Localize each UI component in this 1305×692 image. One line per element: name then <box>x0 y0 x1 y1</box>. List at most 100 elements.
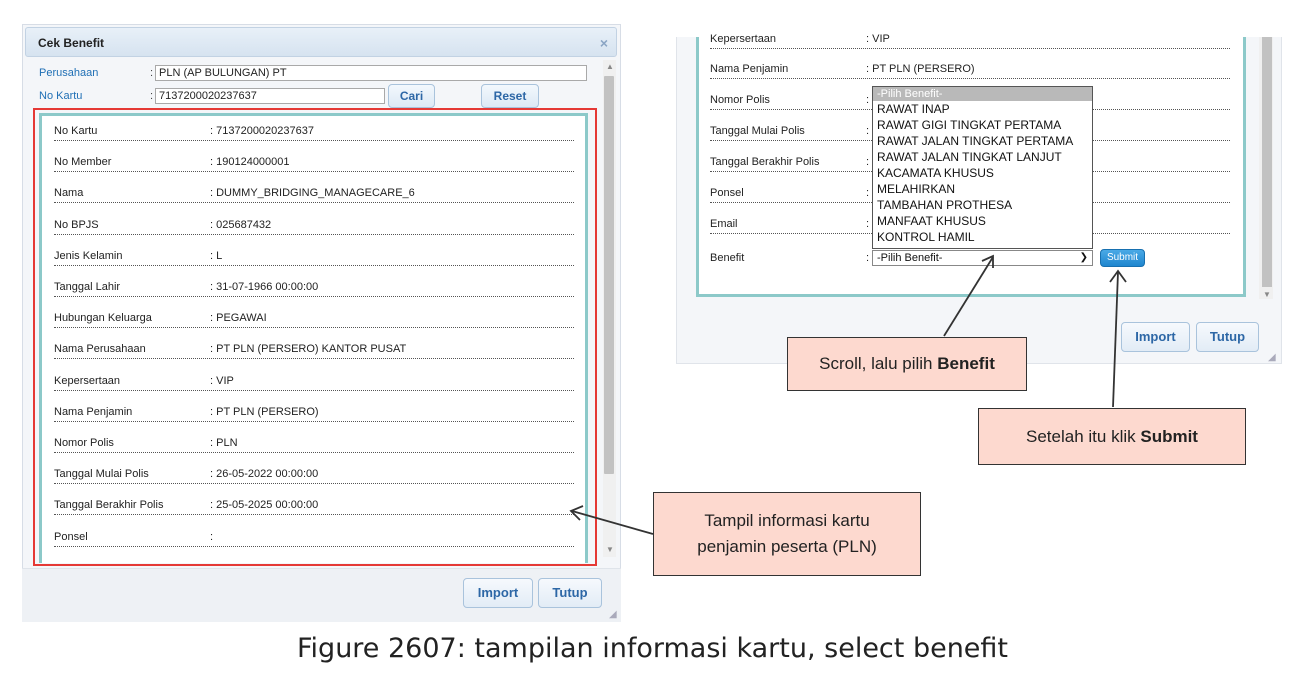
benefit-option[interactable]: KACAMATA KHUSUS <box>877 166 994 180</box>
info-row: No Member : 190124000001 <box>54 156 574 172</box>
scrollbar-thumb[interactable] <box>1262 37 1272 287</box>
dotted-divider <box>54 358 574 359</box>
info-value: : PT PLN (PERSERO) KANTOR PUSAT <box>210 343 407 355</box>
info-value: : L <box>210 250 223 262</box>
info-label: Ponsel <box>54 531 88 543</box>
benefit-select-value: -Pilih Benefit- <box>877 252 943 264</box>
figure-caption: Figure 2607: tampilan informasi kartu, s… <box>296 633 1009 664</box>
scrollbar-thumb[interactable] <box>604 76 614 474</box>
dotted-divider <box>54 202 574 203</box>
info-label: Kepersertaan <box>54 375 121 387</box>
info-value: : PT PLN (PERSERO) <box>210 406 319 418</box>
resize-grip-icon[interactable]: ◢ <box>1268 352 1276 363</box>
info-label: Hubungan Keluarga <box>54 312 152 324</box>
info-row: Tanggal Berakhir Polis: 25-05-2025 00:00… <box>54 499 574 515</box>
callout-text: penjamin peserta (PLN) <box>697 537 877 556</box>
info-row: Nama Penjamin: PT PLN (PERSERO) <box>54 406 574 422</box>
callout-text: Tampil informasi kartu <box>704 511 870 530</box>
reset-button[interactable]: Reset <box>481 84 539 108</box>
info-row: No Kartu: 7137200020237637 <box>54 125 574 141</box>
info-label: Nomor Polis <box>710 94 770 106</box>
scroll-down-icon[interactable]: ▼ <box>606 545 614 554</box>
info-label: Tanggal Mulai Polis <box>710 125 805 137</box>
info-label: Tanggal Lahir <box>54 281 121 293</box>
info-value: : 31-07-1966 00:00:00 <box>210 281 319 293</box>
info-label: Nomor Polis <box>54 437 114 449</box>
benefit-option-placeholder[interactable]: -Pilih Benefit- <box>873 87 1092 101</box>
info-row: Nama : DUMMY_BRIDGING_MANAGECARE_6 <box>54 187 574 203</box>
dotted-divider <box>54 483 574 484</box>
info-label: Nama Perusahaan <box>54 343 146 355</box>
info-row: Benefit: <box>710 252 1230 268</box>
colon: : <box>150 67 154 79</box>
info-value: : <box>866 125 870 137</box>
info-value: : VIP <box>866 33 890 45</box>
info-value: : 190124000001 <box>210 156 290 168</box>
dotted-divider <box>54 171 574 172</box>
callout-bold: Submit <box>1140 426 1198 446</box>
info-row: Tanggal Mulai Polis: 26-05-2022 00:00:00 <box>54 468 574 484</box>
import-button[interactable]: Import <box>463 578 533 608</box>
callout-card-info: Tampil informasi kartu penjamin peserta … <box>653 492 921 576</box>
tutup-button[interactable]: Tutup <box>1196 322 1259 352</box>
perusahaan-field[interactable]: PLN (AP BULUNGAN) PT <box>155 65 587 81</box>
cari-button[interactable]: Cari <box>388 84 435 108</box>
info-value: : <box>866 187 870 199</box>
benefit-option[interactable]: RAWAT INAP <box>877 102 950 116</box>
info-label: Tanggal Mulai Polis <box>54 468 149 480</box>
info-label: Tanggal Berakhir Polis <box>710 156 820 168</box>
no-kartu-field[interactable]: 7137200020237637 <box>155 88 385 104</box>
arrow-to-info-panel <box>571 510 654 535</box>
callout-bold: Benefit <box>937 354 995 373</box>
submit-button[interactable]: Submit <box>1100 249 1145 267</box>
arrow-head <box>569 505 584 521</box>
info-row: Nama Perusahaan : PT PLN (PERSERO) KANTOR… <box>54 343 574 359</box>
scroll-up-icon[interactable]: ▲ <box>606 62 614 71</box>
info-row: Nomor Polis: PLN <box>54 437 574 453</box>
info-value: : <box>866 218 870 230</box>
info-label: Nama <box>54 187 84 199</box>
info-value: : <box>210 531 214 543</box>
benefit-dropdown-list[interactable]: -Pilih Benefit- RAWAT INAP RAWAT GIGI TIN… <box>872 86 1093 249</box>
info-row: No BPJS: 025687432 <box>54 219 574 235</box>
info-row: Kepersertaan : VIP <box>710 33 1230 49</box>
info-value: : <box>866 156 870 168</box>
info-row: Hubungan Keluarga : PEGAWAI <box>54 312 574 328</box>
scroll-down-icon[interactable]: ▼ <box>1263 290 1271 299</box>
close-icon[interactable]: × <box>599 35 608 51</box>
tutup-button[interactable]: Tutup <box>538 578 602 608</box>
dotted-divider <box>54 265 574 266</box>
dialog-footer: Import Tutup ◢ <box>22 568 621 622</box>
info-row: Nama Penjamin: PT PLN (PERSERO) <box>710 63 1230 79</box>
info-value: : <box>866 94 870 106</box>
info-label: No Member <box>54 156 112 168</box>
benefit-option[interactable]: TAMBAHAN PROTHESA <box>877 198 1013 212</box>
dotted-divider <box>710 48 1230 49</box>
no-kartu-label: No Kartu <box>39 90 83 102</box>
info-label: Kepersertaan <box>710 33 777 45</box>
dotted-divider <box>54 390 574 391</box>
benefit-option[interactable]: MANFAAT KHUSUS <box>877 214 986 228</box>
callout-scroll-benefit: Scroll, lalu pilih Benefit <box>787 337 1027 391</box>
benefit-select[interactable]: -Pilih Benefit- ❯ <box>872 250 1093 266</box>
benefit-option[interactable]: KONTROL HAMIL <box>877 230 975 244</box>
info-value: : PEGAWAI <box>210 312 267 324</box>
arrow-head <box>981 254 994 268</box>
benefit-option[interactable]: MELAHIRKAN <box>877 182 956 196</box>
info-value: : 25-05-2025 00:00:00 <box>210 499 319 511</box>
info-row: Jenis Kelamin: L <box>54 250 574 266</box>
dotted-divider <box>710 78 1230 79</box>
dotted-divider <box>54 234 574 235</box>
callout-submit: Setelah itu klik Submit <box>978 408 1246 465</box>
benefit-option[interactable]: RAWAT JALAN TINGKAT LANJUT <box>877 150 1062 164</box>
import-button[interactable]: Import <box>1121 322 1190 352</box>
resize-grip-icon[interactable]: ◢ <box>609 609 617 620</box>
info-value: : DUMMY_BRIDGING_MANAGECARE_6 <box>210 187 415 199</box>
info-label: Ponsel <box>710 187 744 199</box>
info-row: Ponsel: <box>54 531 574 547</box>
benefit-option[interactable]: RAWAT GIGI TINGKAT PERTAMA <box>877 118 1062 132</box>
info-label: Nama Penjamin <box>710 63 789 75</box>
info-value: : <box>866 252 870 264</box>
benefit-option[interactable]: RAWAT JALAN TINGKAT PERTAMA <box>877 134 1074 148</box>
